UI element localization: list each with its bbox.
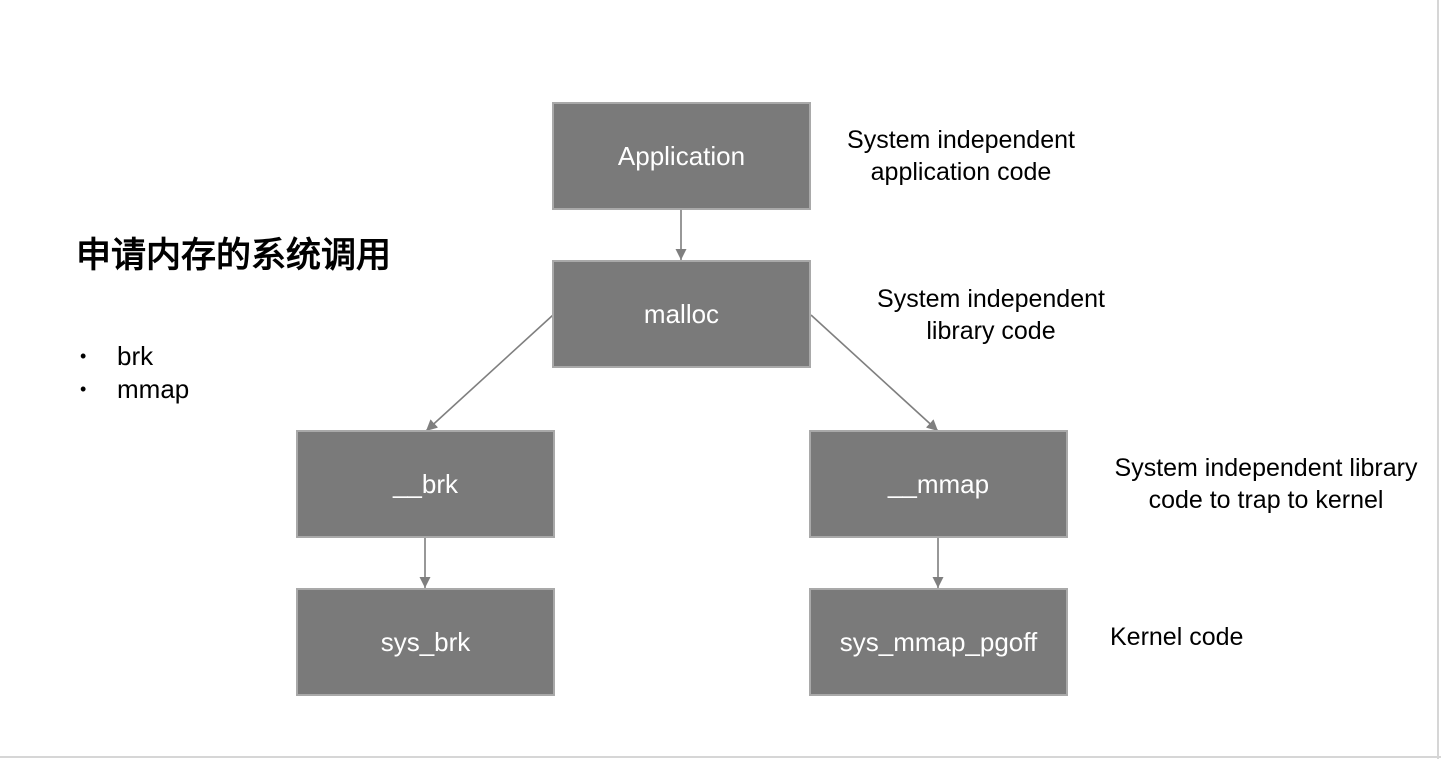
bullet-text-brk: brk xyxy=(117,341,154,371)
node-brk: __brk xyxy=(296,430,555,538)
node-sys-brk: sys_brk xyxy=(296,588,555,696)
note-application-line-1: System independent xyxy=(847,126,1075,154)
bullet-dot-icon: • xyxy=(80,379,87,399)
node-sys-mmap-pgoff: sys_mmap_pgoff xyxy=(809,588,1068,696)
slide-frame-right xyxy=(1437,0,1439,759)
note-library-line-2: library code xyxy=(926,317,1056,345)
bullet-list: • brk • mmap xyxy=(80,340,189,406)
bullet-text-mmap: mmap xyxy=(117,374,190,404)
note-trap-line-1: System independent library xyxy=(1114,454,1418,482)
slide-heading: 申请内存的系统调用 xyxy=(76,236,392,276)
bullet-item-brk: • brk xyxy=(80,340,189,373)
note-application-line-2: application code xyxy=(870,158,1052,186)
slide-frame-bottom xyxy=(0,756,1441,758)
edge-malloc-mmap xyxy=(810,314,939,432)
bullet-dot-icon: • xyxy=(80,346,87,366)
node-malloc: malloc xyxy=(552,260,811,368)
note-application-code: System independent application code xyxy=(832,124,1090,188)
note-library-line-1: System independent xyxy=(877,285,1105,313)
note-library-code: System independent library code xyxy=(862,283,1120,347)
note-kernel-line-1: Kernel code xyxy=(1110,623,1244,651)
bullet-item-mmap: • mmap xyxy=(80,373,189,406)
note-kernel-code: Kernel code xyxy=(1110,621,1243,653)
node-mmap: __mmap xyxy=(809,430,1068,538)
edge-malloc-brk xyxy=(425,314,554,432)
note-trap-code: System independent library code to trap … xyxy=(1098,452,1434,516)
note-trap-line-2: code to trap to kernel xyxy=(1148,486,1384,514)
node-application: Application xyxy=(552,102,811,210)
